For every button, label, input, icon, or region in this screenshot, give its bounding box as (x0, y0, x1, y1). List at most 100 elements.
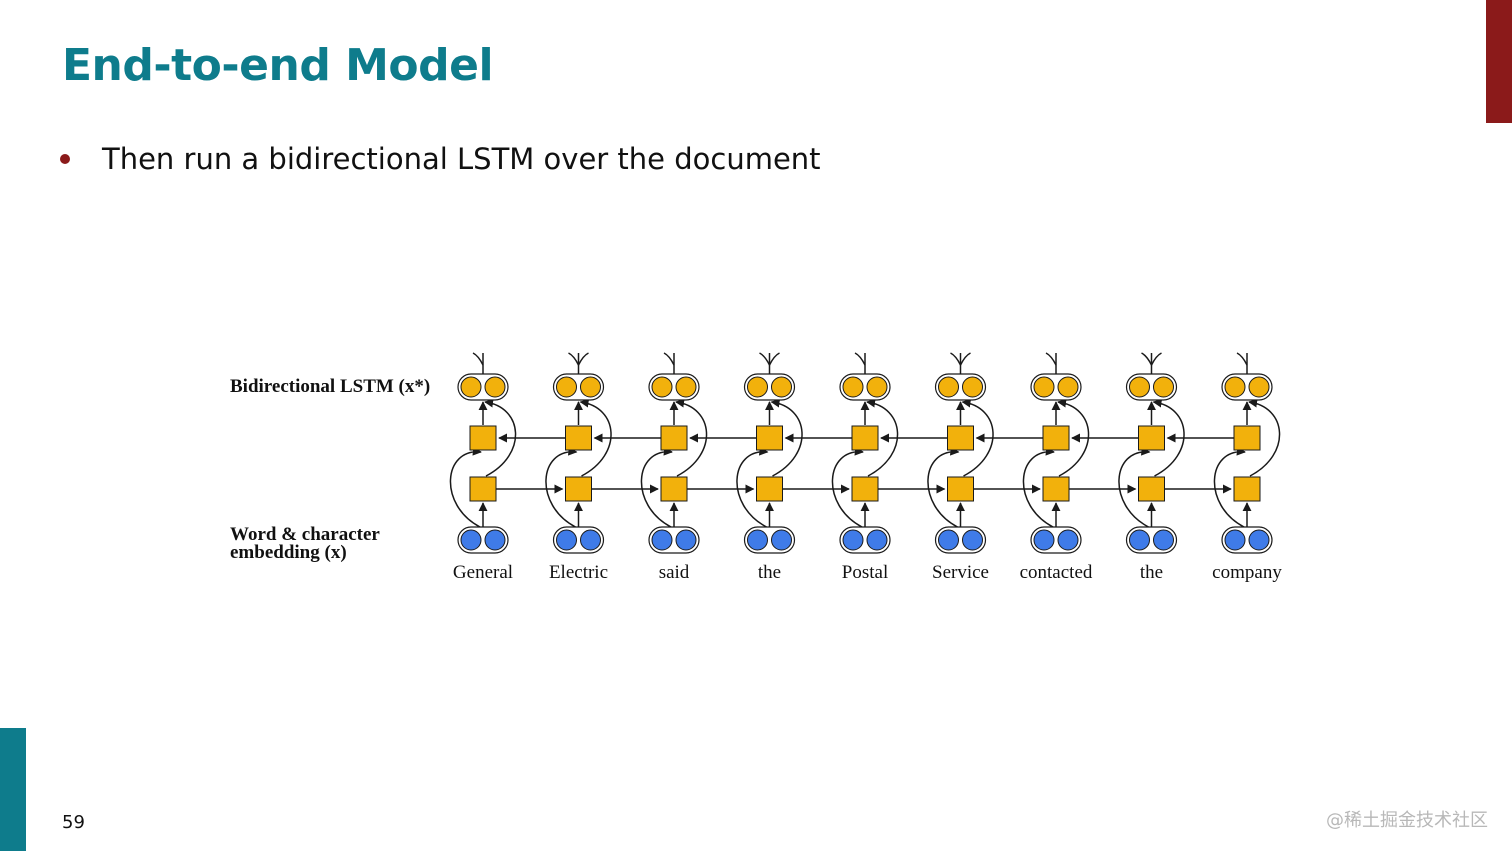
bilstm-node-8-dot-right (1248, 376, 1270, 398)
bilstm-node-3-dot-right (771, 376, 792, 398)
forward-to-top-curve-4 (866, 398, 899, 477)
backward-cell-5 (947, 425, 974, 451)
embedding-node-4-dot-left (842, 529, 864, 551)
output-branch-left-7 (1141, 352, 1153, 366)
top-row-label: Bidirectional LSTM (x*) (230, 376, 430, 397)
backward-cell-8 (1233, 425, 1261, 451)
embedding-node-5-dot-right (962, 529, 983, 551)
bilstm-node-5-dot-left (938, 376, 959, 398)
embedding-node-7-dot-left (1129, 529, 1150, 551)
embedding-node-0-dot-left (460, 529, 482, 551)
output-branch-left-3 (759, 352, 771, 366)
forward-to-top-curve-6 (1057, 398, 1090, 477)
word-label-1: Electric (549, 562, 608, 583)
word-label-2: said (659, 562, 690, 583)
embedding-node-2-dot-left (651, 529, 673, 551)
forward-cell-8 (1233, 476, 1261, 502)
bilstm-node-1-dot-left (556, 376, 577, 398)
output-branch-left-5 (950, 352, 962, 366)
emb-to-backward-curve-6 (1022, 446, 1055, 528)
embedding-node-8-dot-right (1248, 529, 1270, 551)
bilstm-node-0-dot-left (460, 376, 482, 398)
embedding-node-1-dot-right (580, 529, 601, 551)
forward-cell-0 (469, 476, 497, 502)
emb-to-backward-curve-0 (449, 446, 482, 528)
output-branch-left-2 (663, 352, 675, 366)
bullet-text: Then run a bidirectional LSTM over the d… (102, 142, 821, 176)
bilstm-node-1-dot-right (580, 376, 601, 398)
forward-to-top-curve-0 (484, 398, 517, 477)
output-branch-left-6 (1045, 352, 1057, 366)
forward-cell-2 (660, 476, 688, 502)
bullet-item: Then run a bidirectional LSTM over the d… (60, 142, 821, 176)
embedding-node-0-dot-right (484, 529, 506, 551)
emb-to-backward-curve-3 (736, 446, 769, 528)
diagram-columns: General Electric said the Postal Service conta… (449, 352, 1282, 583)
forward-to-top-curve-2 (675, 398, 708, 477)
forward-to-top-curve-7 (1152, 398, 1185, 477)
output-branch-left-4 (854, 352, 866, 366)
bilstm-node-5-dot-right (962, 376, 983, 398)
embedding-node-6-dot-left (1033, 529, 1055, 551)
backward-cell-4 (851, 425, 879, 451)
watermark: @稀土掘金技术社区 (1326, 810, 1488, 831)
bilstm-node-7-dot-right (1153, 376, 1174, 398)
emb-to-backward-curve-1 (545, 446, 578, 528)
forward-to-top-curve-3 (770, 398, 803, 477)
accent-bar-top-right (1486, 0, 1512, 123)
embedding-node-7-dot-right (1153, 529, 1174, 551)
word-label-8: company (1212, 562, 1282, 583)
word-label-5: Service (932, 562, 989, 583)
forward-to-top-curve-5 (961, 398, 994, 477)
output-branch-right-3 (768, 352, 780, 366)
forward-cell-6 (1042, 476, 1070, 502)
bilstm-node-6-dot-right (1057, 376, 1079, 398)
emb-to-backward-curve-5 (927, 446, 960, 528)
forward-to-top-curve-1 (579, 398, 612, 477)
word-label-6: contacted (1020, 562, 1093, 583)
word-label-0: General (453, 562, 513, 583)
output-branch-left-0 (472, 352, 484, 366)
slide-title: End-to-end Model (62, 40, 494, 91)
backward-cell-0 (469, 425, 497, 451)
emb-to-backward-curve-2 (640, 446, 673, 528)
bilstm-node-7-dot-left (1129, 376, 1150, 398)
word-label-4: Postal (842, 562, 888, 583)
accent-bar-bottom-left (0, 728, 26, 851)
backward-cell-1 (565, 425, 592, 451)
output-branch-left-8 (1236, 352, 1248, 366)
bilstm-node-2-dot-left (651, 376, 673, 398)
output-branch-right-5 (959, 352, 971, 366)
backward-cell-3 (756, 425, 783, 451)
bilstm-node-4-dot-right (866, 376, 888, 398)
bottom-row-label-line2: embedding (x) (230, 542, 347, 563)
page-number: 59 (62, 812, 85, 833)
backward-cell-2 (660, 425, 688, 451)
embedding-node-3-dot-left (747, 529, 768, 551)
emb-to-backward-curve-8 (1213, 446, 1246, 528)
bilstm-node-4-dot-left (842, 376, 864, 398)
forward-cell-5 (947, 476, 974, 502)
backward-cell-6 (1042, 425, 1070, 451)
forward-cell-4 (851, 476, 879, 502)
output-branch-right-7 (1150, 352, 1162, 366)
emb-to-backward-curve-4 (831, 446, 864, 528)
backward-cell-7 (1138, 425, 1165, 451)
emb-to-backward-curve-7 (1118, 446, 1151, 528)
forward-cell-3 (756, 476, 783, 502)
embedding-node-4-dot-right (866, 529, 888, 551)
word-label-7: the (1140, 562, 1163, 583)
output-branch-left-1 (568, 352, 580, 366)
bilstm-node-0-dot-right (484, 376, 506, 398)
embedding-node-3-dot-right (771, 529, 792, 551)
forward-to-top-curve-8 (1248, 398, 1281, 477)
embedding-node-8-dot-left (1224, 529, 1246, 551)
embedding-node-1-dot-left (556, 529, 577, 551)
word-label-3: the (758, 562, 781, 583)
bilstm-node-8-dot-left (1224, 376, 1246, 398)
embedding-node-5-dot-left (938, 529, 959, 551)
bullet-dot-icon (60, 154, 70, 164)
embedding-node-2-dot-right (675, 529, 697, 551)
bilstm-node-6-dot-left (1033, 376, 1055, 398)
